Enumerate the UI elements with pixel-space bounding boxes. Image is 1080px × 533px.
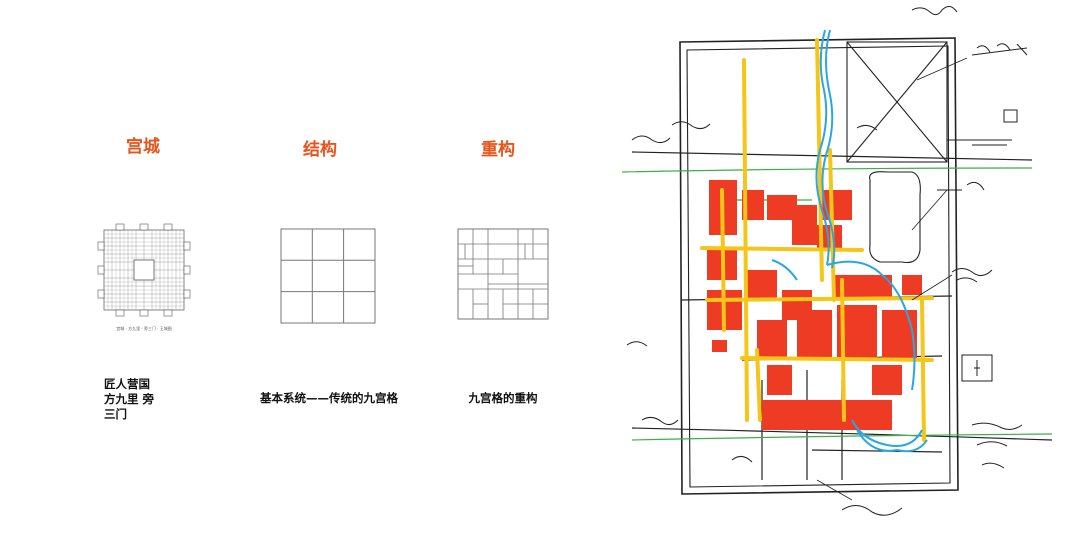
nine-square-grid [280,228,376,324]
reconstruction-title: 重构 [481,140,515,160]
site-sketch [621,6,1053,516]
reconstruction-caption: 九宫格的重构 [468,391,538,405]
palace-diagram [97,223,191,317]
palace-diagram-caption: 宫城 · 方九里 · 旁三门 · 王城图 [116,326,172,331]
palace-caption-line-1: 匠人营国 [104,377,150,391]
structure-title: 结构 [303,140,337,160]
palace-caption: 匠人营国 方九里 旁 三门 [104,377,154,422]
palace-title: 宫城 [126,137,160,157]
structure-caption: 基本系统——传统的九宫格 [260,391,398,405]
palace-caption-line-3: 三门 [104,407,127,421]
reconstructed-grid [457,228,549,320]
palace-caption-line-2: 方九里 旁 [104,392,155,406]
